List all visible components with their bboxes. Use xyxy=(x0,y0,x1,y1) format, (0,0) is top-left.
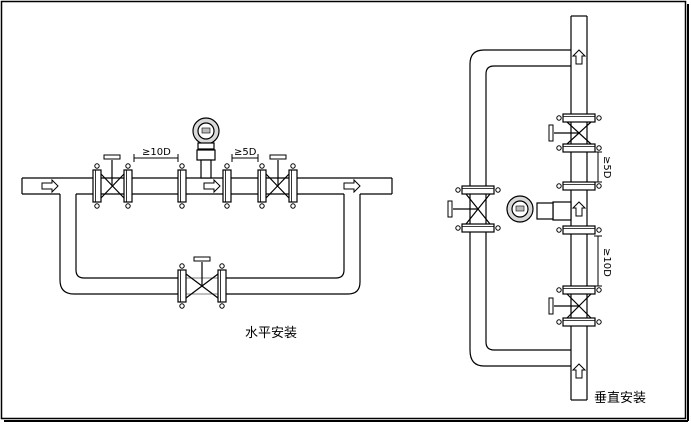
flowmeter-icon xyxy=(192,117,220,179)
upstream-distance-label: ≥10D xyxy=(142,147,171,158)
horizontal-installation-title: 水平安装 xyxy=(245,326,297,341)
dimension-downstream-vertical xyxy=(594,151,602,183)
flange-icon xyxy=(556,181,602,191)
flange-icon xyxy=(556,225,602,235)
flow-arrow-icon xyxy=(571,49,587,379)
downstream-distance-vertical-label: ≥5D xyxy=(601,156,612,179)
horizontal-installation xyxy=(21,177,393,295)
dimension-upstream xyxy=(133,154,179,162)
gate-valve-icon xyxy=(447,185,501,233)
flowmeter-icon xyxy=(506,195,572,223)
gate-valve-icon xyxy=(257,154,298,209)
gate-valve-icon xyxy=(548,285,602,327)
dimension-upstream-vertical xyxy=(594,235,602,287)
flange-icon xyxy=(222,163,232,209)
vertical-installation-title: 垂直安装 xyxy=(594,391,646,406)
flow-arrow-icon xyxy=(41,178,361,194)
gate-valve-icon xyxy=(548,113,602,153)
flange-icon xyxy=(177,163,187,209)
dimension-downstream xyxy=(231,154,259,162)
upstream-distance-vertical-label: ≥10D xyxy=(601,248,612,277)
downstream-distance-label: ≥5D xyxy=(234,147,257,158)
gate-valve-icon xyxy=(177,256,227,309)
gate-valve-icon xyxy=(92,154,133,209)
